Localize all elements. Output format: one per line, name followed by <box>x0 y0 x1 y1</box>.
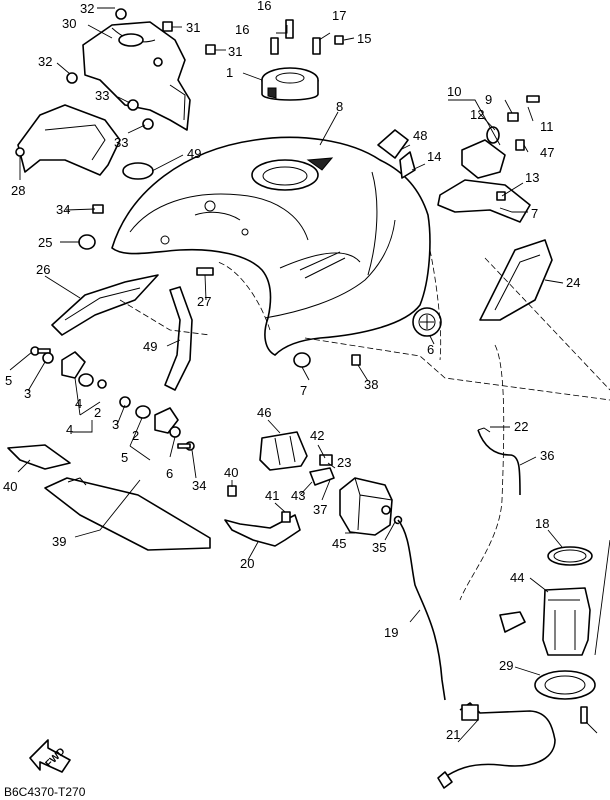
hose-clamps <box>309 454 403 525</box>
callout-22: 36 <box>540 448 554 463</box>
callout-47: 48 <box>413 128 427 143</box>
right-side-cover <box>479 239 553 321</box>
callout-13: 7 <box>531 206 538 221</box>
callout-34: 7 <box>300 383 307 398</box>
callout-20: 18 <box>535 516 549 531</box>
callout-10: 9 <box>485 92 492 107</box>
callout-4: 3 <box>112 417 119 432</box>
callout-30: 30 <box>62 16 76 31</box>
routing-lines <box>119 249 610 601</box>
fuel-tank <box>111 136 431 356</box>
callout-46: 42 <box>310 428 324 443</box>
callout-6: 5 <box>5 373 12 388</box>
callout-40: 40 <box>224 465 238 480</box>
drawing-code: B6C4370-T270 <box>4 785 86 799</box>
callout-23: 22 <box>514 419 528 434</box>
charcoal-canister <box>339 477 393 536</box>
callout-37: 45 <box>332 536 346 551</box>
callout-7: 34 <box>56 202 70 217</box>
hoses <box>397 427 521 701</box>
callout-24: 49 <box>143 339 157 354</box>
callout-18: 44 <box>510 570 524 585</box>
callout-38: 46 <box>257 405 271 420</box>
upper-cover <box>66 8 216 131</box>
fuel-cap <box>261 67 319 101</box>
callout-31: 31 <box>186 20 200 35</box>
callout-2: 4 <box>66 422 73 437</box>
callout-32: 32 <box>80 1 94 16</box>
right-bracket-assembly <box>437 95 540 223</box>
fuel-pump-assembly <box>499 546 596 724</box>
callout-33: 33 <box>95 88 109 103</box>
callout-39: 20 <box>240 556 254 571</box>
callout-44: 19 <box>384 625 398 640</box>
callout-5: 6 <box>166 466 173 481</box>
left-side-cover <box>15 104 121 176</box>
callout-16: 17 <box>332 8 346 23</box>
callout-31: 31 <box>228 44 242 59</box>
callout-25: 26 <box>36 262 50 277</box>
callout-16: 16 <box>257 0 271 13</box>
callout-9: 12 <box>470 107 484 122</box>
forward-direction-arrow <box>29 739 71 773</box>
callout-16: 16 <box>235 22 249 37</box>
callout-41: 43 <box>291 488 305 503</box>
heat-insulator-pad <box>7 444 71 470</box>
fuel-hose <box>437 702 556 789</box>
callout-19: 29 <box>499 658 513 673</box>
canister-bracket <box>224 485 301 547</box>
knee-pad <box>164 286 193 391</box>
callout-48: 14 <box>427 149 441 164</box>
callout-12: 11 <box>540 119 554 134</box>
callout-3: 2 <box>132 428 139 443</box>
callout-1: 8 <box>336 99 343 114</box>
callout-34: 25 <box>38 235 52 250</box>
right-side-pads <box>377 129 416 179</box>
bottom-sheet <box>44 477 211 551</box>
callout-42: 23 <box>337 455 351 470</box>
callout-45: 35 <box>372 540 386 555</box>
small-emblem <box>196 267 214 276</box>
callout-17: 15 <box>357 31 371 46</box>
leader-lines <box>9 7 610 743</box>
lower-cover-left <box>51 274 159 336</box>
callout-40: 41 <box>265 488 279 503</box>
callout-6: 34 <box>192 478 206 493</box>
callout-11: 47 <box>540 145 554 160</box>
callout-15: 1 <box>226 65 233 80</box>
callout-49: 49 <box>187 146 201 161</box>
callout-32: 32 <box>38 54 52 69</box>
canister-unit <box>259 431 308 471</box>
callout-7: 38 <box>364 377 378 392</box>
callout-26: 27 <box>197 294 211 309</box>
callout-29: 21 <box>446 727 460 742</box>
callout-49: 6 <box>427 342 434 357</box>
callout-27: 24 <box>566 275 580 290</box>
fuel-cap-bolts <box>270 19 344 55</box>
callout-33: 33 <box>114 135 128 150</box>
callout-35: 39 <box>52 534 66 549</box>
callout-43: 37 <box>313 502 327 517</box>
callout-3: 4 <box>75 396 82 411</box>
callout-8: 10 <box>447 84 461 99</box>
callout-36: 40 <box>3 479 17 494</box>
callout-5: 3 <box>24 386 31 401</box>
callout-4: 2 <box>94 405 101 420</box>
mounting-dampers <box>30 346 195 451</box>
callout-28: 28 <box>11 183 25 198</box>
grommet <box>412 307 442 337</box>
callout-2: 5 <box>121 450 128 465</box>
tank-emblem <box>122 162 154 180</box>
callout-labels: 32 30 31 31 32 33 33 28 49 16 16 17 15 1… <box>3 0 580 742</box>
callout-14: 13 <box>525 170 539 185</box>
